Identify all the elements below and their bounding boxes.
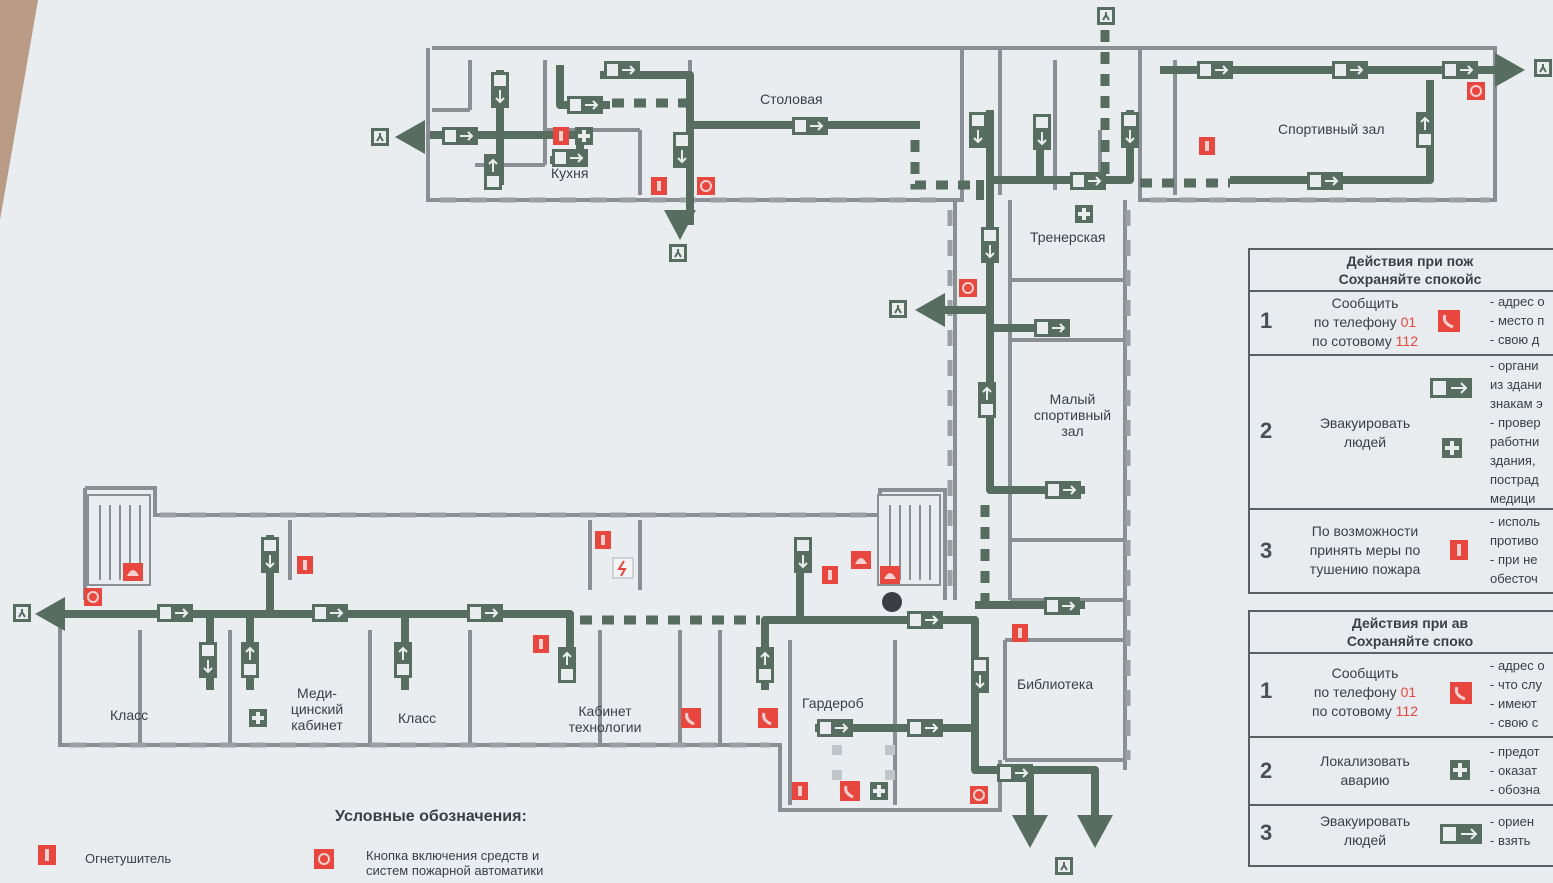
route-arrowheads <box>35 53 1525 848</box>
dashed-routes <box>580 30 1230 625</box>
room-label-stolovaya: Столовая <box>760 91 823 107</box>
exit-arrow-icon <box>1430 378 1472 398</box>
room-label-garderob: Гардероб <box>802 695 864 711</box>
windows <box>70 197 1490 760</box>
room-label-sport-zal: Спортивный зал <box>1278 121 1385 137</box>
room-label-biblioteka: Библиотека <box>1017 676 1094 692</box>
legend-button-label: Кнопка включения средств и систем пожарн… <box>366 848 544 878</box>
fire-button-icon <box>314 849 334 869</box>
fire-step-2: 2 Эвакуировать людей - органи из здани з… <box>1250 356 1553 510</box>
you-are-here-marker <box>882 592 902 612</box>
fire-step-3: 3 По возможности принять меры по тушению… <box>1260 514 1541 586</box>
legend-title: Условные обозначения: <box>335 808 527 825</box>
room-label-trenerskaya: Тренерская <box>1030 229 1106 245</box>
first-aid-icon <box>1450 760 1470 780</box>
phone-icon <box>1450 682 1472 704</box>
room-label-maly-zal: Малый спортивный зал <box>1033 391 1112 439</box>
room-label-kuhnya: Кухня <box>551 165 589 181</box>
legend-extinguisher-label: Огнетушитель <box>85 851 172 866</box>
wardrobe-columns <box>832 745 895 780</box>
fire-step-1: 1 Сообщить по телефону 01 по сотовому 11… <box>1250 292 1553 356</box>
room-label-klass-1: Класс <box>110 707 149 723</box>
room-label-med: Меди- цинский кабинет <box>290 685 344 733</box>
fire-panel-heading: Действия при пож Сохраняйте спокойс <box>1250 250 1553 292</box>
extinguisher-icon <box>38 845 56 865</box>
fire-actions-panel: Действия при пож Сохраняйте спокойс 1 Со… <box>1248 248 1553 594</box>
accident-panel-heading: Действия при ав Сохраняйте споко <box>1250 612 1553 654</box>
power-panel-icon <box>612 557 634 579</box>
accident-actions-panel: Действия при ав Сохраняйте споко 1 Сообщ… <box>1248 610 1553 867</box>
room-label-kab-tech: Кабинет технологии <box>568 703 642 735</box>
first-aid-icon <box>1442 438 1462 458</box>
room-label-klass-2: Класс <box>398 710 437 726</box>
phone-icon <box>1438 310 1460 332</box>
accident-step-3: 3 Эвакуировать людей - ориен - взять <box>1260 813 1535 848</box>
extinguisher-icon <box>1450 540 1468 560</box>
exit-arrow-icon <box>1440 824 1482 844</box>
accident-step-1: 1 Сообщить по телефону 01 по сотовому 11… <box>1250 654 1553 738</box>
wall-corner <box>0 0 38 220</box>
accident-step-2: 2 Локализовать аварию - предот - оказат … <box>1250 738 1553 806</box>
